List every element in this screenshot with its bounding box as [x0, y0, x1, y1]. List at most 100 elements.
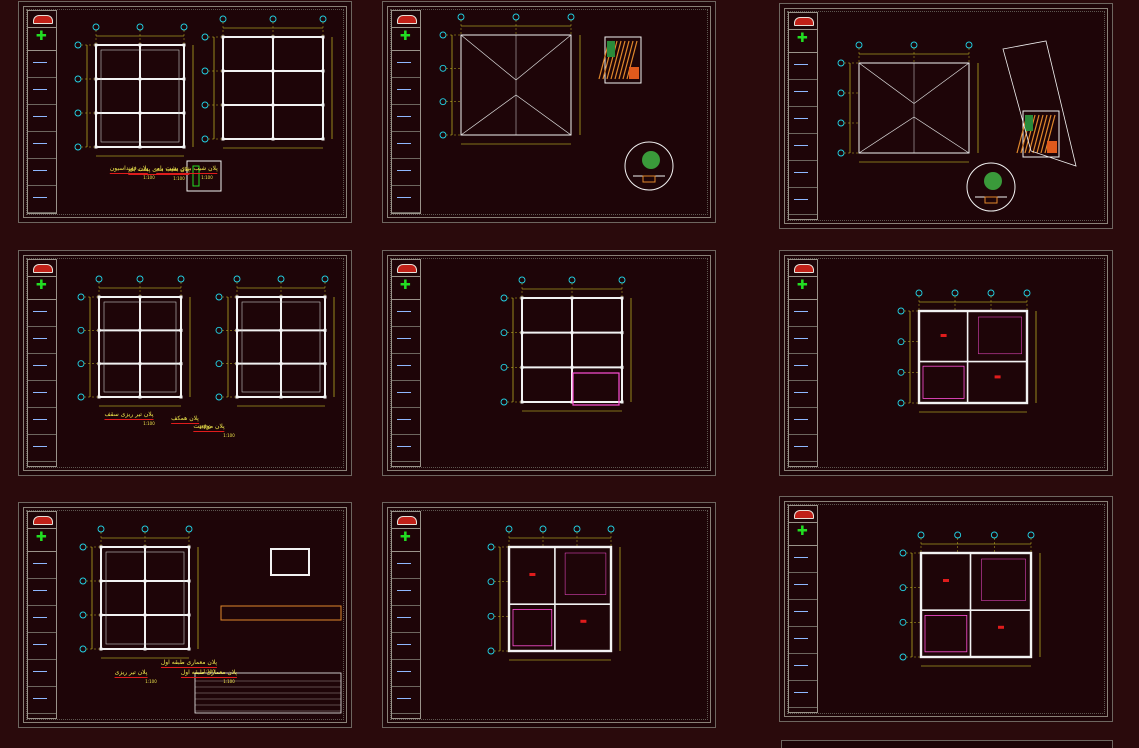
title-block [788, 259, 818, 467]
title-block [788, 505, 818, 713]
title-block-row [392, 408, 420, 435]
title-block-row [789, 80, 817, 107]
title-block-row [28, 300, 56, 327]
title-block-row [392, 381, 420, 408]
title-block-row [392, 579, 420, 606]
title-block-row [28, 687, 56, 714]
plan-drawing [439, 13, 674, 191]
title-block-row [789, 573, 817, 600]
title-block-row [789, 188, 817, 215]
sheet-title: پلان تیر ریزی [114, 669, 148, 676]
sheet-frame [23, 507, 347, 723]
title-block-row [28, 552, 56, 579]
title-block-row [392, 327, 420, 354]
title-block-row [789, 600, 817, 627]
title-block-row [392, 552, 420, 579]
title-block [27, 511, 57, 719]
title-block-row [789, 161, 817, 188]
sheet-frame [23, 6, 347, 218]
sheet-title: پلان شیب بندی پشت بام [156, 165, 218, 172]
title-block-row [789, 354, 817, 381]
title-block-row [392, 687, 420, 714]
title-block-row [789, 300, 817, 327]
title-block-row [28, 579, 56, 606]
drawing-sheet-7[interactable]: پلان تیر ریزی 1:100 [18, 502, 352, 728]
north-arrow-icon [392, 529, 420, 552]
plan-drawing [487, 525, 621, 661]
title-block-row [789, 627, 817, 654]
sheet-title: پلان معماری طبقه اول [180, 669, 238, 676]
title-block-row [392, 132, 420, 159]
title-block [391, 511, 421, 719]
title-block-row [789, 381, 817, 408]
sheet-frame [784, 8, 1108, 224]
title-block-row [28, 606, 56, 633]
north-arrow-icon [789, 277, 817, 300]
title-block-row [28, 354, 56, 381]
sheet-scale: 1:100 [173, 176, 185, 181]
title-block-row [28, 51, 56, 78]
title-block-row [28, 408, 56, 435]
title-block-row [392, 435, 420, 462]
sheet-scale: 1:100 [223, 679, 235, 684]
title-block-row [789, 546, 817, 573]
title-block-row [789, 107, 817, 134]
sheet-scale: 1:100 [199, 425, 211, 430]
title-block-row [789, 408, 817, 435]
title-block-row [28, 159, 56, 186]
title-block-row [392, 159, 420, 186]
plan-drawing [79, 525, 342, 714]
sheet-title: پلان موقعیت [193, 423, 225, 430]
sheet-scale: 1:100 [143, 175, 155, 180]
title-block-row [392, 660, 420, 687]
title-block-row [28, 186, 56, 213]
plan-drawing [74, 15, 333, 192]
sheet-scale: 1:100 [203, 669, 215, 674]
title-block-row [28, 435, 56, 462]
sheet-frame [387, 507, 711, 723]
sheet-frame [23, 255, 347, 471]
title-block [27, 259, 57, 467]
sheet-frame [387, 255, 711, 471]
title-block-row [392, 633, 420, 660]
north-arrow-icon [392, 28, 420, 51]
north-arrow-icon [28, 529, 56, 552]
north-arrow-icon [789, 523, 817, 546]
title-block-row [789, 435, 817, 462]
title-block-row [28, 381, 56, 408]
plan-drawing [899, 531, 1041, 667]
sheet-scale: 1:100 [201, 175, 213, 180]
sheet-title: پلان معماری طبقه اول [160, 659, 218, 666]
sheet-scale: 1:100 [145, 679, 157, 684]
north-arrow-icon [28, 28, 56, 51]
title-block [391, 10, 421, 214]
north-arrow-icon [392, 277, 420, 300]
sheet-title: پلان همکف [171, 415, 199, 422]
plan-drawing [77, 275, 335, 407]
title-block-row [392, 300, 420, 327]
drawing-sheet-3[interactable]: پلان شیب بندی پشت بام 1:100 [156, 3, 1113, 229]
north-arrow-icon [28, 277, 56, 300]
sheet-scale: 1:100 [223, 433, 235, 438]
north-arrow-icon [789, 30, 817, 53]
title-block-row [28, 132, 56, 159]
title-block-row [789, 327, 817, 354]
title-block-row [789, 681, 817, 708]
title-block-row [28, 633, 56, 660]
plan-drawing [897, 289, 1037, 413]
title-block-row [392, 354, 420, 381]
title-block-row [789, 654, 817, 681]
title-block [391, 259, 421, 467]
plan-drawing [837, 40, 1077, 212]
sheet-frame [784, 255, 1108, 471]
title-block-row [28, 660, 56, 687]
sheet-frame [784, 501, 1108, 717]
title-block [27, 10, 57, 214]
